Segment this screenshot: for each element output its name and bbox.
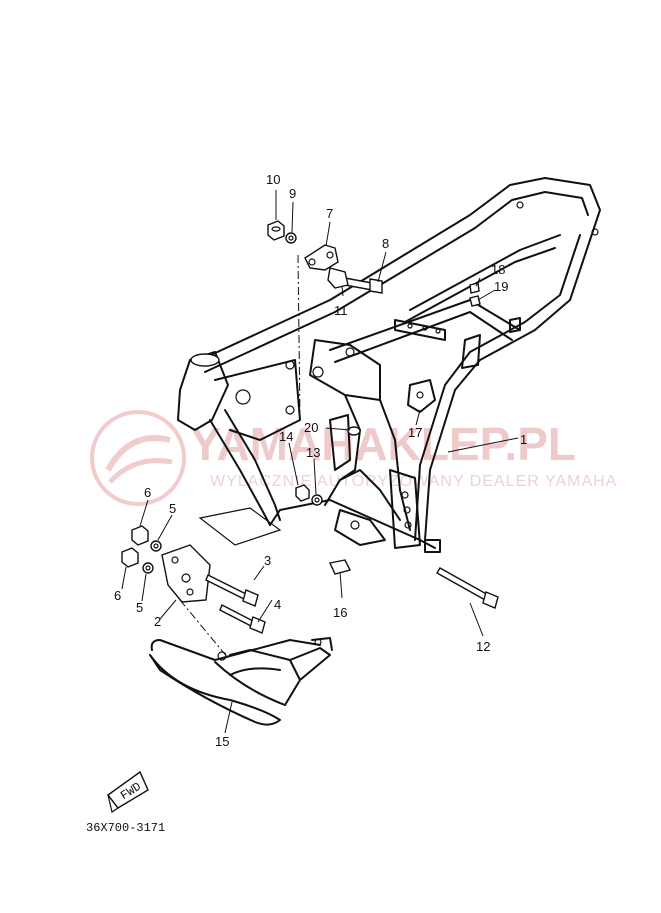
callout-6-lower: 6 [114, 588, 121, 603]
mount-plate-2 [161, 544, 211, 603]
bolt-4 [219, 604, 266, 634]
callout-7: 7 [326, 206, 333, 221]
callout-8: 8 [382, 236, 389, 251]
nut-19 [469, 295, 481, 307]
callout-5-upper: 5 [169, 501, 176, 516]
nut-10 [267, 220, 285, 241]
long-bolt-12 [436, 567, 499, 609]
callout-18: 18 [491, 262, 505, 277]
callout-20: 20 [304, 420, 318, 435]
callout-3: 3 [264, 553, 271, 568]
callout-10: 10 [266, 172, 280, 187]
bolt-3 [205, 574, 259, 607]
washer-9 [285, 232, 297, 244]
diagram-code: 36X700-3171 [86, 821, 165, 835]
engine-mount-group [121, 507, 282, 659]
watermark-brand: YAMAHAKLEP.PL [190, 418, 576, 470]
nut-14 [295, 484, 310, 502]
main-frame [177, 177, 601, 553]
callout-9: 9 [289, 186, 296, 201]
collar-20 [347, 426, 361, 436]
dealer-watermark: YAMAHAKLEP.PL WYLACZNIE AUTORYZOWANY DEA… [90, 410, 617, 506]
nut-6-lower [121, 547, 139, 568]
screw-18 [469, 282, 480, 294]
callout-6-upper: 6 [144, 485, 151, 500]
callout-11: 11 [334, 303, 348, 318]
bracket-7 [304, 244, 339, 271]
nut-6-upper [131, 525, 149, 546]
leader-lines [121, 190, 519, 734]
callout-14: 14 [279, 429, 293, 444]
callout-17: 17 [408, 425, 422, 440]
callout-5-lower: 5 [136, 600, 143, 615]
watermark-logo [90, 410, 186, 506]
callout-2: 2 [154, 614, 161, 629]
callout-13: 13 [306, 445, 320, 460]
callout-4: 4 [274, 597, 281, 612]
callout-19: 19 [494, 279, 508, 294]
bush-16 [328, 559, 352, 575]
bolt-8 [344, 277, 383, 294]
callout-1: 1 [520, 432, 527, 447]
skid-guard-15 [149, 637, 333, 726]
callout-12: 12 [476, 639, 490, 654]
forward-direction-arrow: FWD [107, 770, 149, 813]
washer-5-upper [150, 540, 162, 552]
upper-mount-hardware [267, 220, 383, 421]
callout-labels: 10 9 7 8 11 18 19 1 20 14 13 17 16 12 15… [114, 172, 527, 749]
washer-13 [311, 494, 323, 506]
callout-16: 16 [333, 605, 347, 620]
watermark-tagline: WYLACZNIE AUTORYZOWANY DEALER YAMAHA [210, 473, 617, 490]
bolt-11 [327, 267, 349, 289]
callout-15: 15 [215, 734, 229, 749]
washer-5-lower [142, 562, 154, 574]
